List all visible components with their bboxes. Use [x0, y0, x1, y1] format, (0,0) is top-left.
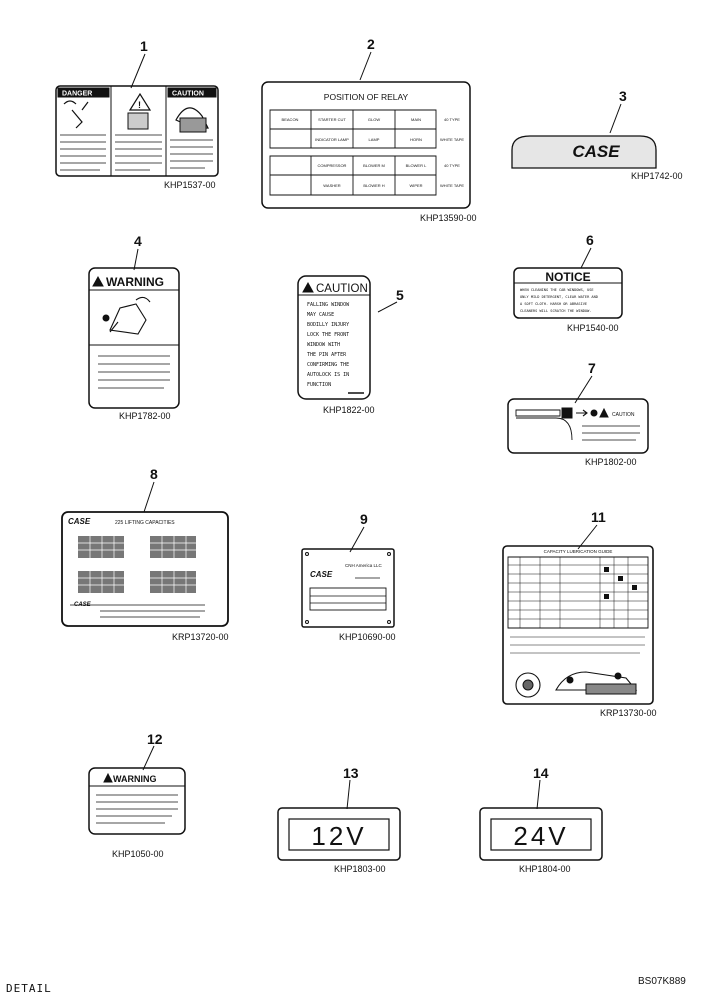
- decal-8-title: 225 LIFTING CAPACITIES: [115, 520, 175, 526]
- relay-label: BLOWER H: [363, 183, 384, 188]
- decal-4-title: WARNING: [106, 275, 164, 289]
- decal-1-caution-text: CAUTION: [172, 91, 204, 98]
- decal-5-line: FUNCTION: [307, 382, 331, 388]
- decal-1-danger-text: DANGER: [62, 91, 92, 98]
- part-number-9: KHP10690-00: [339, 632, 396, 642]
- relay-label: GLOW: [368, 117, 380, 122]
- part-number-4: KHP1782-00: [119, 411, 171, 421]
- relay-side-label: 40 TYPE: [444, 163, 460, 168]
- callout-4: 4: [134, 233, 142, 249]
- callout-3: 3: [619, 88, 627, 104]
- decal-6-line: ONLY MILD DETERGENT, CLEAR WATER AND: [520, 295, 598, 299]
- decal-14-voltage: 24V: [513, 821, 568, 851]
- decal-5-line: WINDOW WITH: [307, 342, 340, 348]
- callout-9: 9: [360, 511, 368, 527]
- decal-5-line: THE PIN AFTER: [307, 352, 347, 358]
- part-number-6: KHP1540-00: [567, 323, 619, 333]
- decal-6-line: WHEN CLEANING THE CAB WINDOWS, USE: [520, 288, 594, 292]
- decal-9-company: CNH America LLC: [345, 563, 383, 568]
- callout-2: 2: [367, 36, 375, 52]
- callout-7: 7: [588, 360, 596, 376]
- decal-14-24v: [479, 807, 603, 861]
- decal-2-relay-labels: BEACON STARTER CUT GLOW MAIN INDICATOR L…: [282, 117, 465, 188]
- callout-5: 5: [396, 287, 404, 303]
- callout-12: 12: [147, 731, 163, 747]
- decal-9-logo: CASE: [310, 570, 333, 579]
- part-number-2: KHP13590-00: [420, 213, 477, 223]
- decal-12-title: WARNING: [113, 774, 157, 784]
- decal-1-danger-caution: !: [55, 85, 219, 177]
- part-number-5: KHP1822-00: [323, 405, 375, 415]
- part-number-7: KHP1802-00: [585, 457, 637, 467]
- decal-5-title: CAUTION: [316, 283, 368, 295]
- footer-drawing-code: BS07K889: [638, 976, 686, 987]
- decal-3-case-logo: [511, 135, 657, 169]
- decal-5-line: MAY CAUSE: [307, 312, 334, 318]
- decal-5-line: BODILLY INJURY: [307, 322, 349, 328]
- callout-6: 6: [586, 232, 594, 248]
- decal-8-logo: CASE: [68, 517, 91, 526]
- footer-detail-label: DETAIL: [6, 982, 52, 995]
- part-number-13: KHP1803-00: [334, 864, 386, 874]
- decal-5-line: CONFIRMING THE: [307, 362, 349, 368]
- callout-11: 11: [591, 509, 606, 525]
- decal-7-caution-text: CAUTION: [612, 412, 635, 418]
- relay-label: INDICATOR LAMP: [315, 137, 349, 142]
- part-number-12: KHP1050-00: [112, 849, 164, 859]
- decal-5-line: LOCK THE FRONT: [307, 332, 349, 338]
- callout-1: 1: [140, 38, 148, 54]
- relay-label: MAIN: [411, 117, 421, 122]
- decal-11-title: CAPACITY LUBRICATION GUIDE: [544, 549, 613, 554]
- decal-5-line: FALLING WINDOW: [307, 302, 350, 308]
- svg-text:!: !: [138, 100, 141, 110]
- decal-11-lubrication-guide: [502, 545, 654, 705]
- callouts: [130, 51, 622, 810]
- relay-label: WIPER: [409, 183, 422, 188]
- decal-7-caution-glass: [507, 398, 649, 454]
- decal-13-voltage: 12V: [311, 821, 366, 851]
- decal-5-lines: FALLING WINDOW MAY CAUSE BODILLY INJURY …: [307, 302, 350, 388]
- relay-label: BLOWER L: [406, 163, 427, 168]
- decal-8-logo-small: CASE: [74, 602, 92, 608]
- decal-2-title: POSITION OF RELAY: [324, 92, 409, 102]
- relay-label: STARTER CUT: [318, 117, 346, 122]
- callout-14: 14: [533, 765, 549, 781]
- relay-label: LAMP: [369, 137, 380, 142]
- part-number-3: KHP1742-00: [631, 171, 683, 181]
- relay-label: COMPRESSOR: [318, 163, 347, 168]
- part-number-11: KRP13730-00: [600, 708, 657, 718]
- relay-side-label: WHITE TAPE: [440, 137, 464, 142]
- decal-2-relay-position: [261, 81, 471, 209]
- decal-6-title: NOTICE: [545, 270, 590, 284]
- decal-6-line: A SOFT CLOTH. HARSH OR ABRASIVE: [520, 302, 587, 306]
- callout-labels: 1 2 3 4 5 6 7 8 9 11 12 13 14: [134, 36, 627, 781]
- relay-label: WASHER: [323, 183, 341, 188]
- part-number-8: KRP13720-00: [172, 632, 229, 642]
- decal-5-caution-window: [297, 275, 371, 400]
- decal-5-line: AUTOLOCK IS IN: [307, 372, 349, 378]
- decal-6-lines: WHEN CLEANING THE CAB WINDOWS, USE ONLY …: [520, 288, 598, 313]
- relay-side-label: 40 TYPE: [444, 117, 460, 122]
- relay-side-label: WHITE TAPE: [440, 183, 464, 188]
- decal-6-notice: [513, 267, 623, 319]
- relay-label: BEACON: [282, 117, 299, 122]
- relay-label: BLOWER M: [363, 163, 385, 168]
- decal-9-cnh-plate: [301, 548, 395, 628]
- decal-13-12v: [277, 807, 401, 861]
- decal-6-line: CLEANERS WILL SCRATCH THE WINDOW.: [520, 309, 591, 313]
- callout-8: 8: [150, 466, 158, 482]
- decal-3-logo-text: CASE: [572, 142, 620, 161]
- relay-label: HORN: [410, 137, 422, 142]
- decal-8-lifting-capacities: [61, 511, 229, 627]
- decal-12-warning: [88, 767, 186, 835]
- part-number-14: KHP1804-00: [519, 864, 571, 874]
- part-number-1: KHP1537-00: [164, 180, 216, 190]
- callout-13: 13: [343, 765, 359, 781]
- decal-4-warning: [88, 267, 180, 409]
